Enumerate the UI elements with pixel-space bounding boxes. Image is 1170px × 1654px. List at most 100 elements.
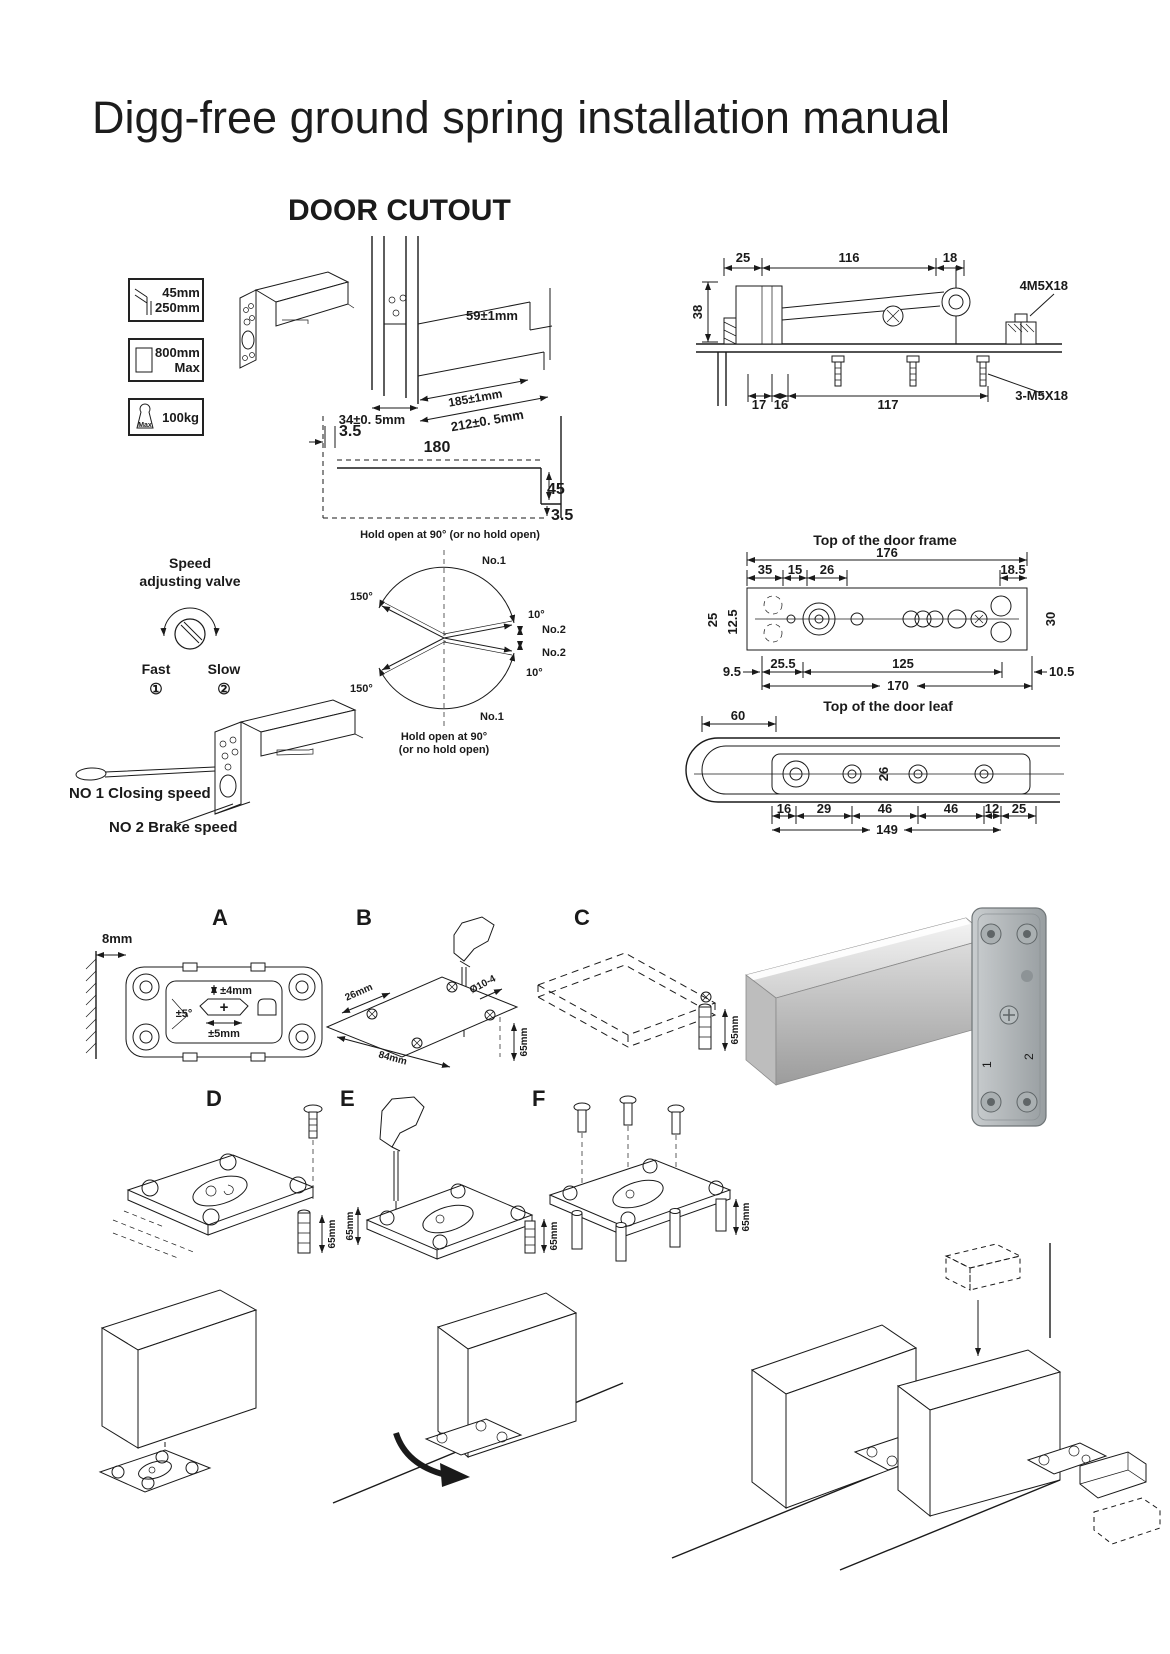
- no1-label: NO 1 Closing speed: [69, 785, 211, 802]
- swing-label: 150°: [350, 683, 373, 695]
- swing-label: 10°: [528, 609, 545, 621]
- hold-open-top-label: Hold open at 90° (or no hold open): [360, 529, 540, 541]
- valve-title-line1: Speed: [169, 555, 211, 571]
- closer-adjustment-drawing: NO 1 Closing speed NO 2 Brake speed: [69, 699, 364, 836]
- dim-label: 3.5: [551, 507, 573, 524]
- dim-label: 60: [731, 708, 745, 723]
- step-c-diagram: 65mm: [536, 952, 741, 1051]
- dim-label: 65mm: [549, 1221, 560, 1250]
- swing-label: No.2: [542, 647, 566, 659]
- dim-label: 35: [758, 562, 772, 577]
- door-corner-icon: [134, 288, 152, 315]
- dim-label: 65mm: [519, 1027, 530, 1056]
- screw-spec-label: 3-M5X18: [1015, 388, 1068, 403]
- dim-label: 38: [690, 305, 705, 319]
- swing-label: 150°: [350, 591, 373, 603]
- dim-label: 12: [985, 801, 999, 816]
- dim-label: 34±0. 5mm: [339, 412, 405, 427]
- dim-label: 18: [943, 250, 957, 265]
- screw-icon: [303, 1104, 323, 1203]
- spec-door-width-min: 250mm: [155, 300, 200, 315]
- dim-label: 25.5: [770, 656, 795, 671]
- step-f-diagram: 65mm: [548, 1095, 752, 1262]
- weight-icon-label: Max: [138, 422, 152, 429]
- dim-label: 15: [788, 562, 802, 577]
- dim-label: 16: [777, 801, 791, 816]
- speed-valve-diagram: Speed adjusting valve Fast Slow ① ②: [139, 555, 240, 698]
- dim-label: 26: [820, 562, 834, 577]
- spec-max-label: Max: [174, 360, 200, 375]
- anchors-icons: [571, 1198, 727, 1262]
- spec-max-width: 800mm: [155, 345, 200, 360]
- dim-label: 16: [774, 397, 788, 412]
- dim-label: 29: [817, 801, 831, 816]
- page-title: Digg-free ground spring installation man…: [92, 92, 950, 143]
- screwdriver-icon: [75, 766, 216, 781]
- valve-num1: ①: [149, 681, 162, 698]
- valve-num2: ②: [217, 681, 230, 698]
- dim-label: 18.5: [1000, 562, 1025, 577]
- frame-top-title: Top of the door frame: [813, 532, 957, 548]
- spec-door-thickness: 45mm: [162, 285, 200, 300]
- swing-label: No.2: [542, 624, 566, 636]
- dim-label: 25: [736, 250, 750, 265]
- dim-label: 10.5: [1049, 664, 1074, 679]
- plate-mark-1: 1: [980, 1061, 994, 1068]
- plus-mark: +: [220, 999, 229, 1016]
- valve-icon: [160, 607, 220, 650]
- step-e-diagram: 65mm 65mm: [345, 1096, 560, 1260]
- step-letter-b: B: [356, 905, 372, 930]
- d-shape-icon: [257, 998, 277, 1016]
- dim-label: ±5mm: [208, 1028, 240, 1040]
- leaf-holes: [782, 760, 994, 788]
- hold-open-bottom-label2: (or no hold open): [399, 744, 490, 756]
- dim-label: 149: [876, 822, 898, 837]
- swing-label: 10°: [526, 667, 543, 679]
- dim-label: 65mm: [730, 1015, 741, 1044]
- dim-label: 25: [705, 613, 720, 627]
- dim-label: 46: [878, 801, 892, 816]
- door-cutout-heading: DOOR CUTOUT: [288, 194, 511, 227]
- step-letter-a: A: [212, 905, 228, 930]
- no2-label: NO 2 Brake speed: [109, 819, 237, 836]
- dim-label: 26mm: [344, 982, 375, 1004]
- step-b-diagram: 26mm 84mm Ø10-4 65mm: [325, 916, 530, 1068]
- dim-label: 45: [547, 481, 565, 498]
- dim-label: 30: [1043, 612, 1058, 626]
- dim-label: 46: [944, 801, 958, 816]
- screws-row: [831, 355, 990, 387]
- dim-label: ±5°: [176, 1008, 193, 1020]
- leaf-top-title: Top of the door leaf: [823, 698, 953, 714]
- dim-label: 116: [839, 250, 860, 265]
- dim-label: 9.5: [723, 664, 741, 679]
- step-letter-f: F: [532, 1086, 546, 1111]
- plate-mark-2: 2: [1022, 1053, 1036, 1060]
- dim-label: 3.5: [339, 423, 361, 440]
- door-leaf-icon: [135, 347, 153, 373]
- dim-label: 125: [892, 656, 914, 671]
- install-illustration-1: [98, 1289, 258, 1493]
- dim-label: ±4mm: [220, 985, 252, 997]
- anchor-icon: [698, 991, 712, 1050]
- screws-icons: [573, 1095, 685, 1187]
- hold-open-diagram: Hold open at 90° (or no hold open) No.1 …: [350, 529, 566, 756]
- drill-tool-icon: [379, 1096, 425, 1213]
- step-d-diagram: 65mm: [112, 1104, 338, 1259]
- hold-open-bottom-label1: Hold open at 90°: [401, 731, 487, 743]
- install-illustration-2: [332, 1292, 624, 1504]
- dim-label: 117: [878, 397, 899, 412]
- door-arm-lines: [381, 602, 523, 674]
- spec-max-weight: 100kg: [162, 409, 199, 425]
- dim-label: 180: [424, 439, 451, 456]
- valve-title-line2: adjusting valve: [139, 573, 240, 589]
- product-photo: 1 2: [745, 907, 1047, 1127]
- dim-label: 12.5: [725, 609, 740, 634]
- frame-section-drawing: 25 116 18 38 4M5X18 17 16 117 3-M5X18: [690, 250, 1068, 412]
- anchor-icon: [297, 1209, 311, 1254]
- step-letter-c: C: [574, 905, 590, 930]
- valve-fast-label: Fast: [142, 661, 171, 677]
- door-cutout-elevation: 59±1mm 34±0. 5mm 185±1mm 212±0. 5mm: [339, 236, 553, 434]
- step-letter-e: E: [340, 1086, 355, 1111]
